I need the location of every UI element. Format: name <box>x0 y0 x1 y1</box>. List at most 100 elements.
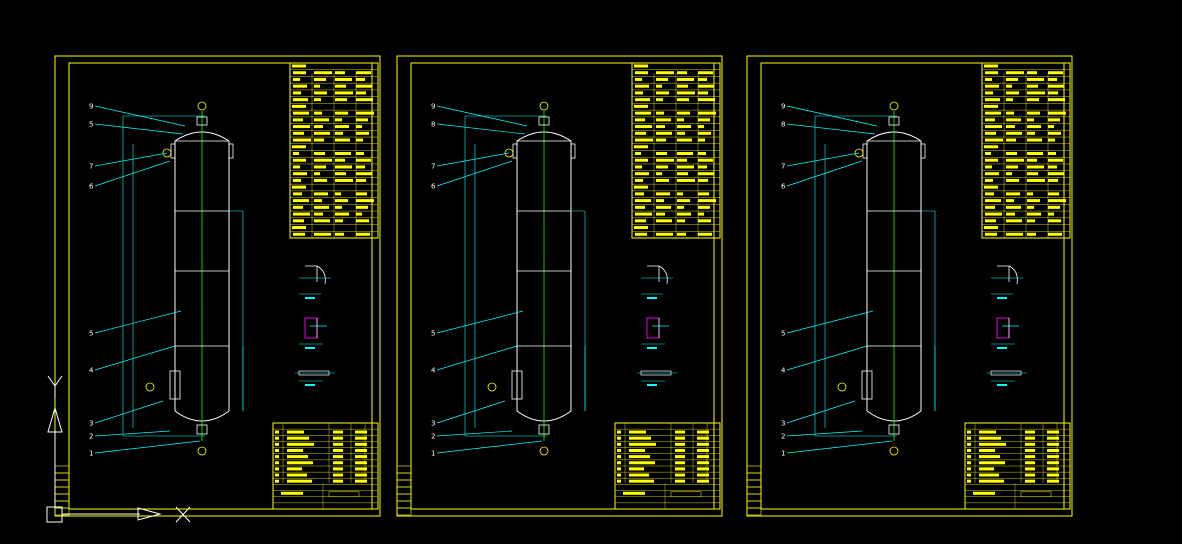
spec-cell-text <box>356 158 371 162</box>
margin-cell <box>396 486 412 495</box>
spec-cell-text <box>335 199 348 203</box>
parts-cell-text <box>697 430 709 434</box>
parts-cell-text <box>1047 479 1059 483</box>
part-number-label: 5 <box>89 330 93 338</box>
spec-cell-text <box>356 165 365 169</box>
parts-cell-text <box>967 436 971 440</box>
spec-cell-text <box>1048 152 1056 155</box>
detail-view-2 <box>299 317 327 349</box>
spec-cell-text <box>314 118 329 122</box>
spec-cell-text <box>356 152 364 155</box>
parts-cell-text <box>1047 467 1059 471</box>
spec-cell-text <box>293 165 300 169</box>
part-balloon <box>197 446 207 456</box>
spec-table <box>981 62 1071 239</box>
spec-cell-text <box>356 131 369 135</box>
parts-cell-text <box>1025 455 1035 459</box>
part-balloon <box>539 101 549 111</box>
part-balloon <box>487 382 497 392</box>
detail-view-2 <box>641 317 669 349</box>
spec-cell-text <box>1027 91 1045 95</box>
spec-cell-text <box>677 232 686 236</box>
margin-cell <box>54 486 70 495</box>
part-number-label: 7 <box>781 163 785 171</box>
spec-cell-text <box>635 158 648 162</box>
part-number-label: 4 <box>89 367 94 375</box>
parts-cell-text <box>629 473 649 477</box>
spec-section-title <box>984 145 998 149</box>
spec-cell-text <box>985 118 995 122</box>
vessel-elevation <box>487 101 576 456</box>
parts-cell-text <box>629 430 646 434</box>
parts-cell-text <box>697 448 709 452</box>
spec-cell-text <box>1006 152 1017 155</box>
parts-cell-text <box>979 448 995 452</box>
side-nozzle-left <box>862 143 868 159</box>
ucs-x-arrow <box>137 507 162 521</box>
parts-cell-text <box>675 436 685 440</box>
parts-cell-text <box>979 467 994 471</box>
spec-cell-text <box>677 178 695 182</box>
parts-cell-text <box>1047 461 1059 465</box>
parts-cell-text <box>1025 442 1035 446</box>
margin-cell <box>746 486 762 495</box>
part-number-label: 9 <box>781 103 785 111</box>
parts-cell-text <box>979 479 1004 483</box>
parts-cell-text <box>967 442 971 446</box>
spec-cell-text <box>985 172 999 176</box>
part-balloon <box>197 101 207 111</box>
part-number-label: 7 <box>431 163 435 171</box>
parts-cell-text <box>979 430 996 434</box>
margin-cell <box>396 472 412 481</box>
parts-cell-text <box>675 442 685 446</box>
leader-line <box>786 430 863 437</box>
spec-cell-text <box>1006 172 1012 176</box>
spec-cell-text <box>1027 125 1041 129</box>
spec-cell-text <box>656 219 672 223</box>
spec-cell-text <box>1027 131 1035 135</box>
spec-cell-text <box>985 111 1001 115</box>
spec-cell-text <box>677 165 694 169</box>
spec-cell-text <box>314 205 329 209</box>
parts-cell-text <box>333 455 343 459</box>
leader-line <box>436 430 513 437</box>
spec-cell-text <box>677 205 684 209</box>
spec-cell-text <box>677 125 691 129</box>
spec-cell-text <box>698 98 715 102</box>
detail-view-1 <box>299 265 331 299</box>
title-text <box>973 491 995 495</box>
spec-cell-text <box>635 77 642 81</box>
spec-cell-text <box>1027 118 1034 122</box>
parts-cell-text <box>333 448 343 452</box>
spec-cell-text <box>698 84 714 88</box>
spec-cell-text <box>656 138 666 142</box>
spec-cell-text <box>656 111 664 115</box>
spec-cell-text <box>656 152 667 155</box>
spec-cell-text <box>635 118 645 122</box>
scale-box <box>1020 491 1052 498</box>
spec-cell-text <box>1027 77 1044 81</box>
spec-cell-text <box>698 91 708 95</box>
spec-cell-text <box>1027 71 1037 75</box>
margin-cell <box>396 500 412 509</box>
spec-cell-text <box>356 111 374 115</box>
leader-line <box>436 152 510 167</box>
spec-cell-text <box>356 219 369 223</box>
spec-section-title <box>984 185 998 189</box>
leader-line <box>436 400 506 424</box>
parts-cell-text <box>675 455 685 459</box>
spec-cell-text <box>356 172 372 176</box>
spec-cell-text <box>985 71 998 75</box>
spec-cell-text <box>293 71 306 75</box>
margin-cell <box>396 493 412 502</box>
spec-cell-text <box>698 232 712 236</box>
spec-cell-text <box>335 125 349 129</box>
parts-cell-text <box>1047 448 1059 452</box>
spec-cell-text <box>335 111 348 115</box>
spec-cell-text <box>356 118 368 122</box>
spec-cell-text <box>356 98 373 102</box>
side-nozzle-right <box>228 143 234 159</box>
manhole <box>169 370 181 400</box>
